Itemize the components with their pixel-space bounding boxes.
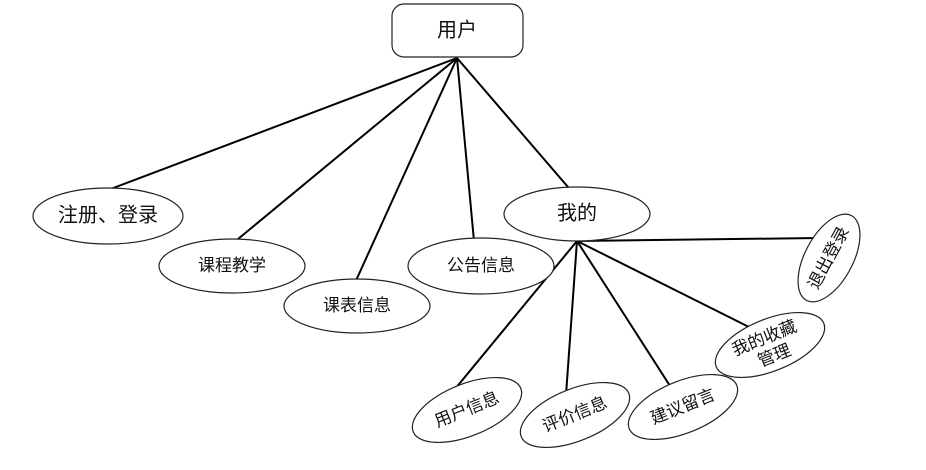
root-edges	[107, 57, 575, 286]
node-suggest-ellipse	[627, 373, 739, 441]
node-userinfo: 用户信息	[411, 376, 523, 444]
node-notice-label: 公告信息	[447, 256, 515, 276]
node-register: 注册、登录	[32, 187, 184, 245]
node-suggest: 建议留言	[627, 373, 739, 441]
mine-edges	[454, 237, 819, 396]
node-course: 课程教学	[158, 238, 306, 294]
node-schedule: 课表信息	[283, 278, 431, 334]
root-box	[391, 3, 524, 58]
node-review-ellipse	[519, 381, 631, 449]
node-mine-label: 我的	[557, 201, 597, 225]
node-mine-ellipse	[503, 186, 651, 242]
node-course-label: 课程教学	[198, 256, 266, 276]
root-label: 用户	[437, 18, 477, 42]
edge-mine-review	[565, 240, 578, 396]
node-notice: 公告信息	[407, 237, 555, 295]
edge-mine-suggest	[576, 240, 673, 390]
node-schedule-label: 课表信息	[323, 296, 391, 316]
edge-root-register	[107, 57, 458, 191]
edge-root-mine	[456, 57, 575, 195]
node-userinfo-ellipse	[411, 376, 523, 444]
edge-mine-logout	[576, 237, 819, 242]
node-logout: 退出登录	[797, 213, 861, 303]
node-register-label: 注册、登录	[58, 203, 158, 227]
node-logout-ellipse	[797, 213, 861, 303]
node-schedule-ellipse	[283, 278, 431, 334]
node-notice-ellipse	[407, 237, 555, 295]
root-node: 用户	[391, 3, 524, 58]
node-register-ellipse	[32, 187, 184, 245]
edge-root-course	[231, 57, 458, 245]
node-review: 评价信息	[519, 381, 631, 449]
node-mine: 我的	[503, 186, 651, 242]
edge-mine-favorites	[576, 240, 756, 331]
edge-root-notice	[456, 57, 475, 242]
node-course-ellipse	[158, 238, 306, 294]
edge-root-schedule	[353, 57, 458, 286]
edge-mine-userinfo	[454, 240, 578, 390]
node-favorites-ellipse	[714, 311, 826, 379]
